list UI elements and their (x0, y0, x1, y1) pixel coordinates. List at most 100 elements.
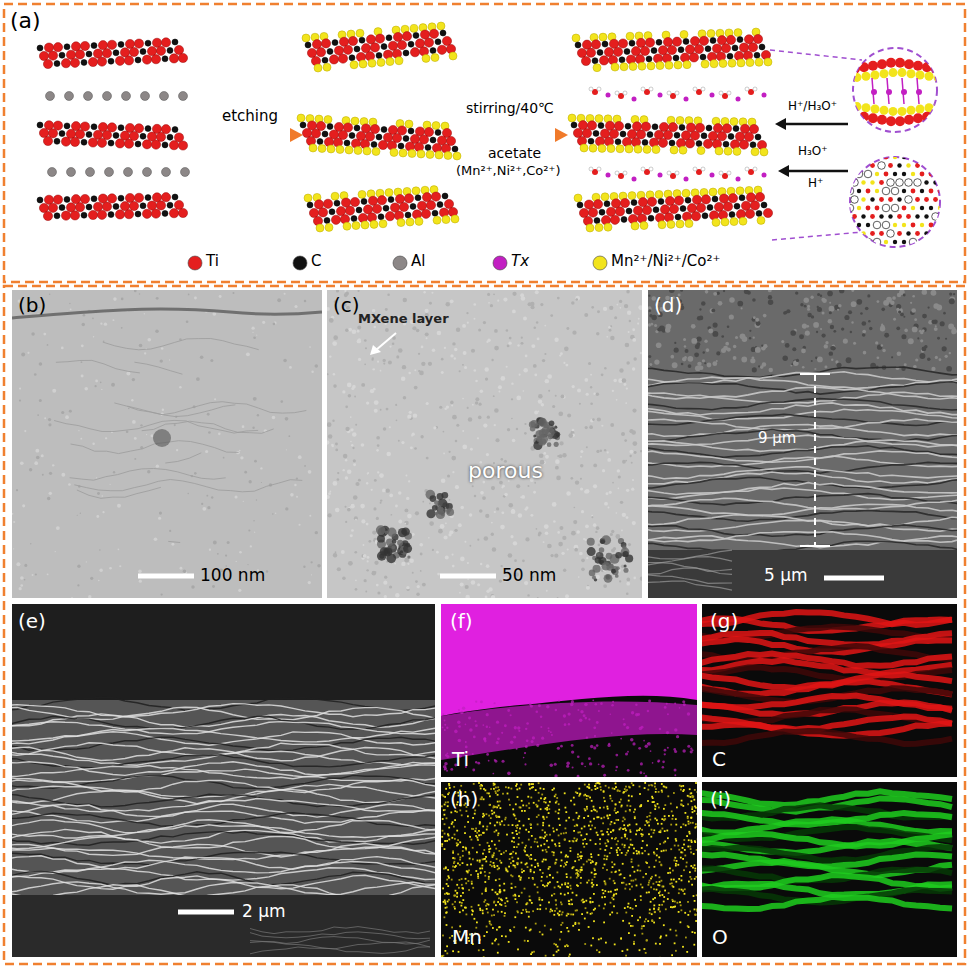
tx-group (871, 89, 877, 95)
noise-dot (355, 424, 357, 426)
noise-dot (536, 321, 538, 323)
noise-dot (377, 361, 379, 363)
noise-dot (411, 435, 413, 437)
carbon-atom (723, 141, 729, 147)
dark-spot (153, 429, 171, 447)
noise-dot (386, 488, 390, 492)
noise-dot (616, 399, 618, 401)
noise-dot (564, 347, 569, 352)
carbon-atom (307, 202, 313, 208)
noise-dot (416, 329, 420, 333)
noise-dot (550, 554, 553, 557)
ion-atom (680, 30, 688, 38)
titanium-atom (161, 193, 170, 202)
titanium-atom (645, 38, 654, 47)
noise-dot (568, 433, 573, 438)
noise-dot (585, 426, 588, 429)
texture-line (114, 402, 306, 415)
carbon-atom (172, 194, 178, 200)
tx-group (684, 97, 689, 102)
noise-dot (580, 478, 582, 480)
noise-dot (588, 362, 591, 365)
ion-atom (405, 120, 413, 128)
titanium-atom (642, 206, 651, 215)
noise-dot (47, 344, 49, 346)
carbon-atom (706, 125, 712, 131)
noise-dot (507, 428, 510, 431)
titanium-atom (911, 189, 916, 194)
ion-atom (415, 217, 423, 225)
noise-dot (150, 434, 153, 437)
noise-dot (443, 453, 445, 455)
noise-dot (354, 551, 357, 554)
noise-dot (374, 326, 377, 329)
titanium-atom (586, 48, 595, 57)
noise-dot (348, 394, 352, 398)
noise-dot (352, 432, 357, 437)
aluminium-atom (141, 92, 150, 101)
titanium-atom (169, 209, 178, 218)
noise-dot (299, 524, 301, 526)
noise-dot (98, 580, 100, 582)
noise-dot (480, 563, 482, 565)
titanium-atom (97, 57, 106, 66)
noise-dot (574, 507, 576, 509)
noise-dot (254, 532, 255, 533)
noise-dot (96, 477, 97, 478)
carbon-atom (322, 131, 328, 137)
noise-dot (615, 534, 620, 539)
noise-dot (413, 413, 417, 417)
noise-dot (554, 554, 558, 558)
ion-atom (611, 63, 619, 71)
texture-line (134, 362, 182, 374)
carbon-atom (675, 214, 681, 220)
noise-dot (366, 523, 369, 526)
carbon-atom (408, 41, 414, 47)
noise-dot (253, 520, 254, 521)
noise-dot (609, 491, 612, 494)
carbon-atom (929, 206, 933, 210)
titanium-atom (870, 163, 875, 168)
noise-dot (596, 332, 599, 335)
noise-dot (584, 539, 586, 541)
noise-dot (601, 373, 604, 376)
carbon-atom (324, 217, 330, 223)
titanium-atom (866, 206, 871, 211)
noise-dot (607, 458, 611, 462)
noise-dot (205, 450, 208, 453)
ion-atom (760, 148, 768, 156)
carbon-atom (924, 180, 928, 184)
titanium-atom (669, 204, 678, 213)
carbon-atom (167, 202, 173, 208)
ion-atom (314, 64, 322, 72)
noise-dot (69, 410, 72, 413)
noise-dot (77, 515, 78, 516)
titanium-atom (647, 197, 656, 206)
noise-dot (348, 561, 353, 566)
noise-dot (429, 503, 431, 505)
pore (891, 204, 899, 212)
ion-arrow (784, 123, 848, 126)
noise-dot (414, 369, 416, 371)
carbon-atom (631, 200, 637, 206)
carbon-atom (305, 42, 311, 48)
carbon-atom (108, 140, 114, 146)
aluminium-atom (160, 92, 169, 101)
noise-dot (617, 487, 619, 489)
ion-atom (422, 54, 430, 62)
noise-dot (159, 512, 162, 515)
noise-dot (32, 574, 34, 576)
tx-group (762, 93, 767, 98)
noise-dot (34, 373, 37, 376)
ion-atom (643, 145, 651, 153)
noise-dot (452, 415, 457, 420)
noise-dot (383, 427, 387, 431)
titanium-atom (129, 47, 138, 56)
carbon-atom (727, 53, 733, 59)
carbon-atom (108, 58, 114, 64)
ion-atom (764, 58, 772, 66)
noise-dot (628, 543, 631, 546)
noise-dot (71, 597, 73, 598)
noise-dot (407, 514, 412, 519)
titanium-atom (350, 197, 359, 206)
